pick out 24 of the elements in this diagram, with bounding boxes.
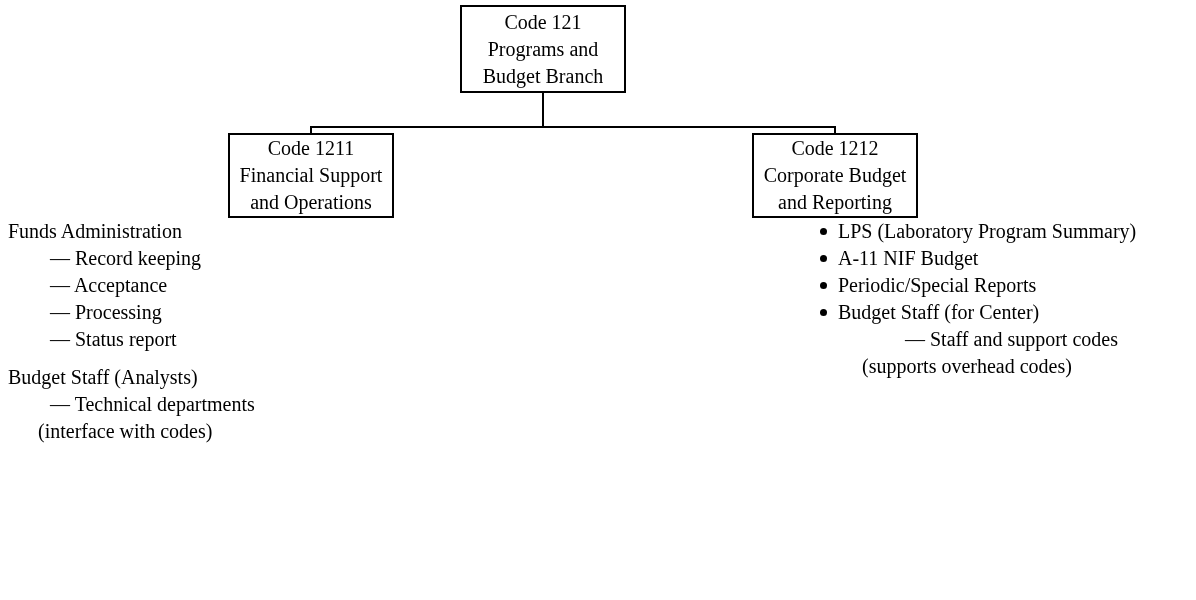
list-item: A-11 NIF Budget <box>838 246 979 272</box>
list-item: (interface with codes) <box>38 419 213 445</box>
list-item: — Processing <box>50 300 162 326</box>
org-box <box>460 5 626 93</box>
list-item: — Acceptance <box>50 273 168 299</box>
list-item: Budget Staff (Analysts) <box>8 365 198 391</box>
list-item: — Record keeping <box>50 246 202 272</box>
unit-code: Code 121 <box>504 9 582 35</box>
list-item: Periodic/Special Reports <box>838 273 1037 299</box>
connector-line <box>542 92 836 134</box>
org-box <box>228 133 394 218</box>
list-item: Budget Staff (for Center) <box>838 300 1040 326</box>
org-box <box>752 133 918 218</box>
list-item: — Status report <box>50 327 177 353</box>
list-item: — Staff and support codes <box>905 327 1118 353</box>
unit-code: Code 1211 <box>267 136 355 161</box>
list-item: Funds Administration <box>8 219 182 244</box>
unit-code: Code 1212 <box>791 136 879 161</box>
unit-name: Programs and Budget Branch <box>481 36 605 90</box>
list-item: LPS (Laboratory Program Summary) <box>838 219 1137 245</box>
unit-name: Corporate Budget and Reporting <box>762 163 908 216</box>
unit-name: Financial Support and Operations <box>238 163 384 216</box>
list-item: (supports overhead codes) <box>862 354 1072 380</box>
list-item: — Technical departments <box>50 392 255 418</box>
